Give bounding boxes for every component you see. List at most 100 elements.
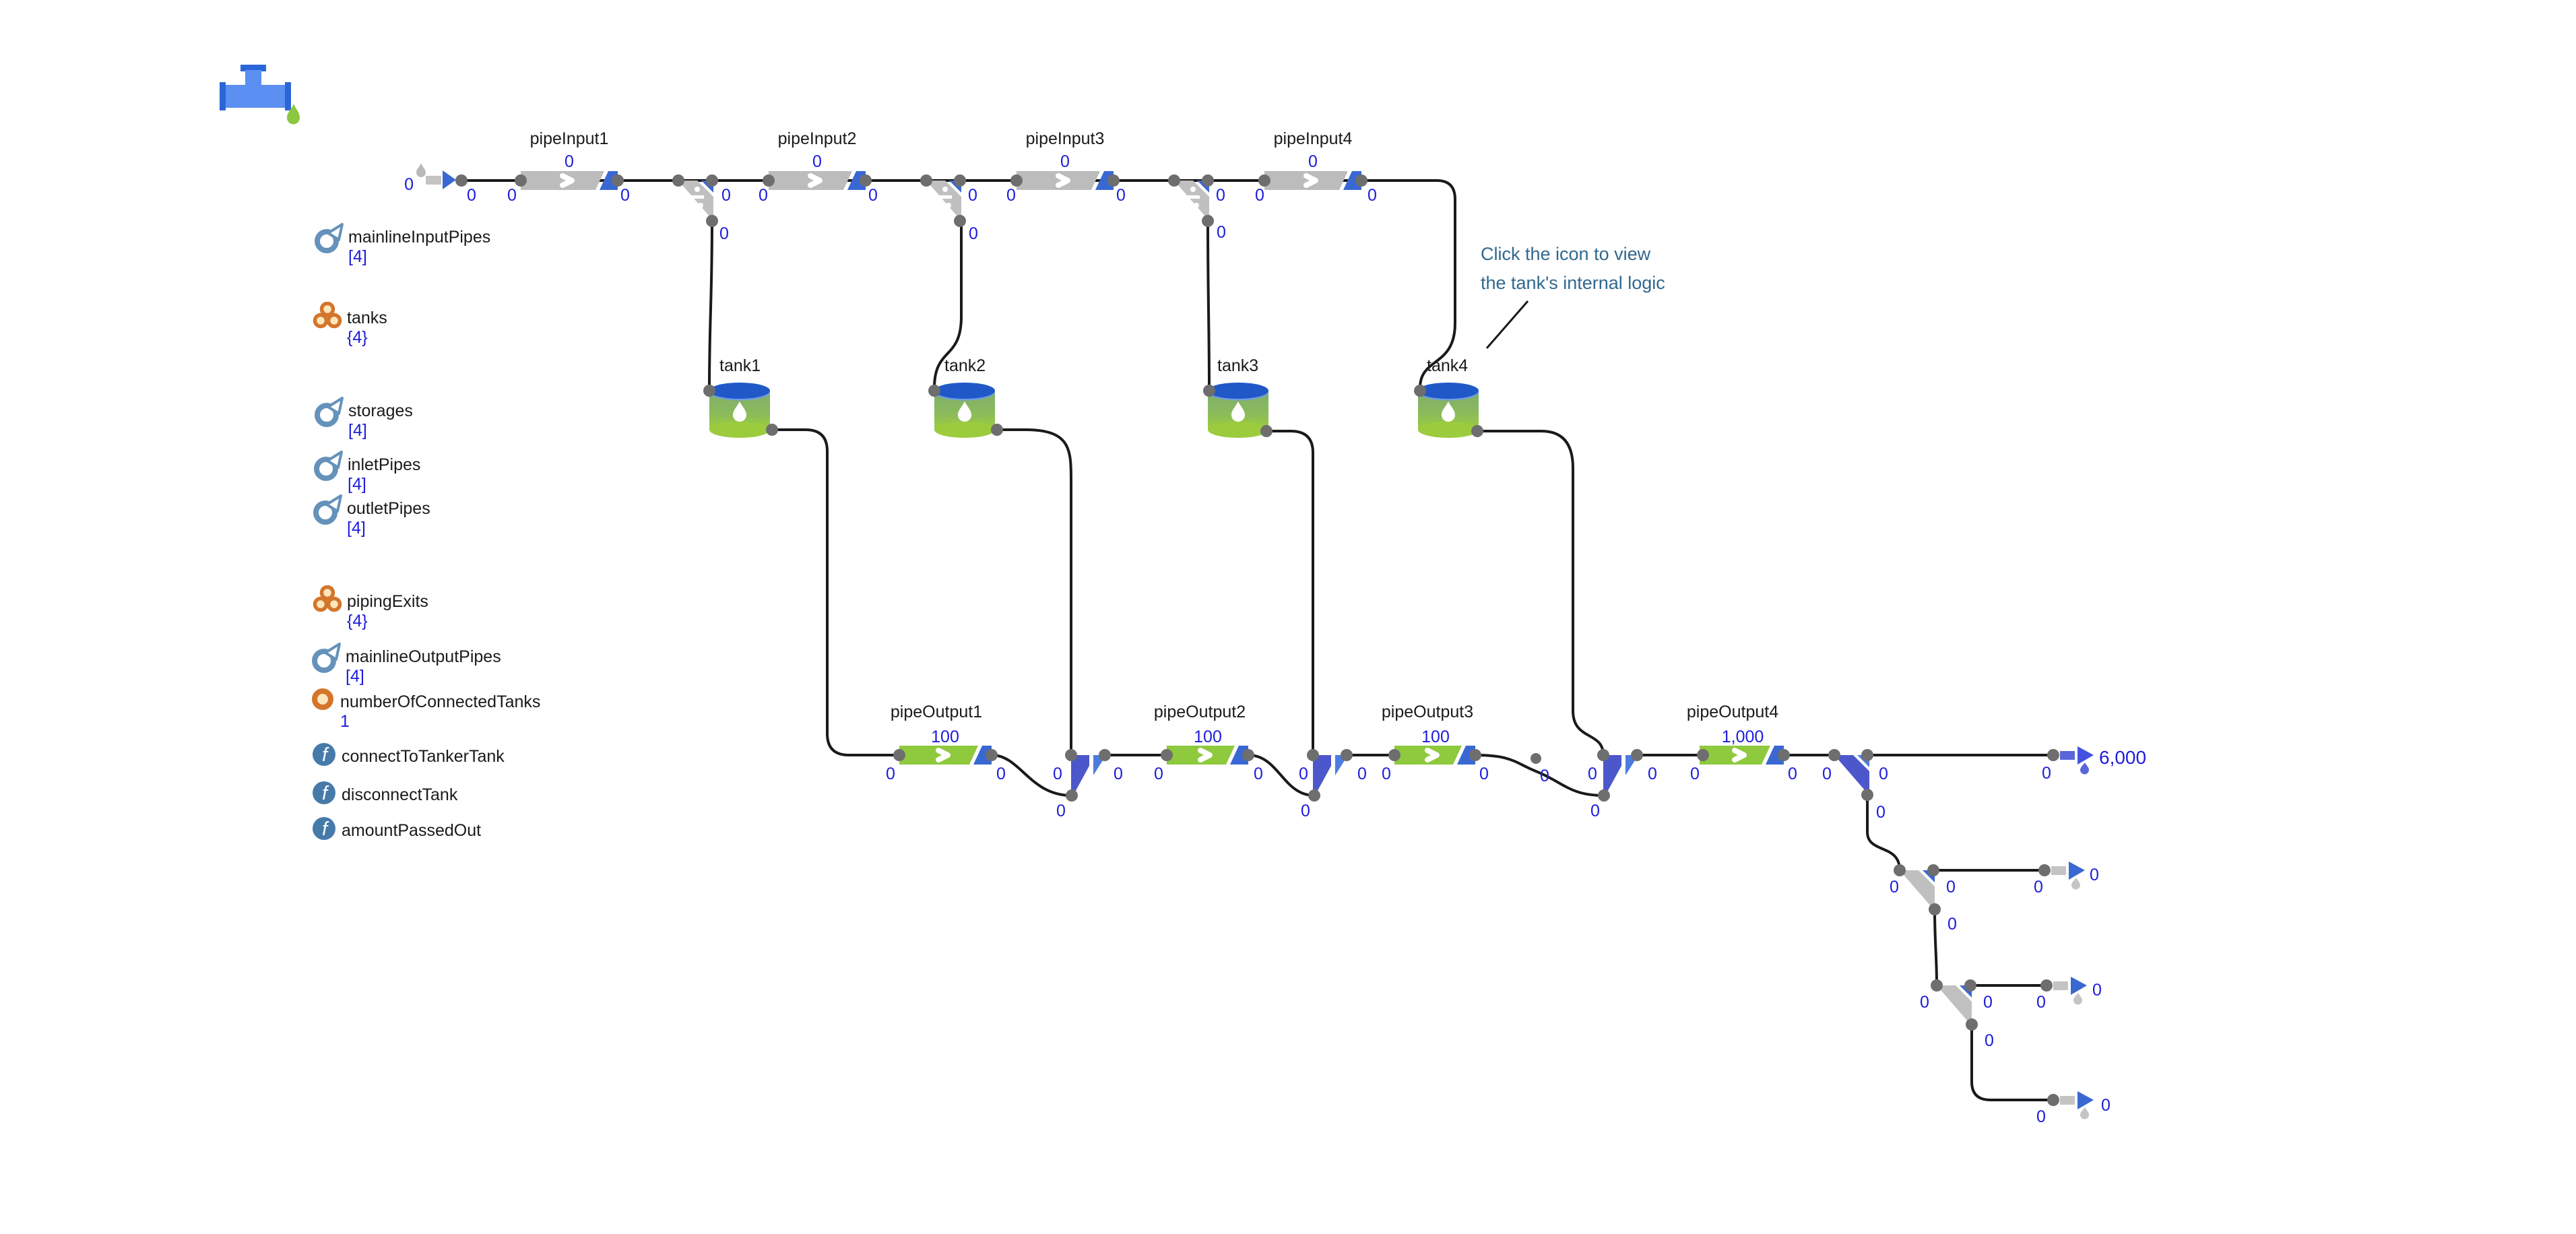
tank-2-label: tank2 (944, 356, 986, 375)
svg-text:0: 0 (1053, 765, 1062, 783)
pipe-output-1[interactable] (899, 746, 992, 765)
connection-ports (455, 174, 2059, 1106)
tank-2[interactable] (934, 383, 995, 438)
pipe-output-3-value: 100 (1421, 727, 1450, 746)
splitter-branch-2[interactable] (1937, 985, 1972, 1026)
pipe-output-1-label: pipeOutput1 (891, 703, 982, 721)
tank-4-label: tank4 (1427, 356, 1468, 375)
svg-text:0: 0 (1920, 993, 1929, 1012)
annotation-note: Click the icon to view the tank's intern… (1481, 244, 1665, 293)
svg-text:0: 0 (1648, 765, 1657, 783)
sidebar-item-mainlineInputPipes[interactable]: mainlineInputPipes[4] (313, 221, 490, 267)
sidebar-item-amountPassedOut[interactable]: f amountPassedOut (311, 814, 481, 844)
sidebar-item-value: [4] (347, 519, 366, 538)
fluid-source-block[interactable] (416, 163, 456, 189)
sidebar-item-value: {4} (347, 328, 368, 347)
branch-exit-1-value: 0 (2090, 866, 2099, 884)
svg-text:0: 0 (1301, 802, 1310, 820)
sidebar-item-label: amountPassedOut (342, 821, 482, 840)
pipe-output-4-value: 1,000 (1722, 727, 1764, 746)
collection-icon (315, 397, 344, 427)
sidebar-item-value: [4] (348, 475, 366, 494)
tank-3[interactable] (1208, 383, 1268, 438)
splitter-output[interactable] (1834, 755, 1869, 795)
svg-text:0: 0 (1116, 186, 1126, 205)
splitter-branch-1[interactable] (1900, 870, 1935, 911)
sidebar-item-label: mainlineOutputPipes (346, 647, 501, 666)
svg-text:0: 0 (996, 765, 1006, 783)
connector-wires (460, 179, 2055, 1101)
svg-text:0: 0 (868, 186, 878, 205)
port-readouts: 0 0 0 0 0 0 0 0 0 0 0 0 0 0 0 0 0 0 0 0 … (467, 186, 2051, 1126)
svg-text:0: 0 (1299, 765, 1308, 783)
sidebar-item-label: connectToTankerTank (342, 747, 505, 766)
fluid-exit-branch-2[interactable] (2053, 977, 2087, 1005)
function-icon: f (313, 743, 335, 766)
merge-2[interactable] (1313, 755, 1348, 795)
sidebar-item-inletPipes[interactable]: inletPipes[4] (312, 449, 420, 494)
sidebar-item-storages[interactable]: storages[4] (313, 395, 413, 441)
sidebar-item-outletPipes[interactable]: outletPipes[4] (311, 492, 430, 538)
tank-4[interactable] (1418, 383, 1479, 438)
svg-text:0: 0 (1056, 802, 1066, 820)
svg-text:0: 0 (1822, 765, 1832, 783)
pipe-output-4[interactable] (1700, 746, 1784, 765)
pipe-output-2[interactable] (1167, 746, 1248, 765)
callout-line (1485, 300, 1529, 349)
sidebar-item-tanks[interactable]: tanks{4} (313, 302, 387, 348)
svg-text:0: 0 (1254, 765, 1263, 783)
fluid-library-logo (220, 65, 300, 125)
pipe-output-1-value: 100 (931, 727, 959, 746)
svg-text:0: 0 (1690, 765, 1700, 783)
pipe-tee-icon (220, 65, 291, 110)
svg-text:0: 0 (467, 186, 476, 205)
svg-text:0: 0 (968, 186, 977, 205)
source-value: 0 (404, 175, 414, 194)
svg-text:0: 0 (507, 186, 517, 205)
fluid-exit-branch-3[interactable] (2060, 1091, 2094, 1119)
sidebar-item-mainlineOutputPipes[interactable]: mainlineOutputPipes[4] (310, 641, 501, 686)
svg-text:0: 0 (1479, 765, 1489, 783)
population-icon (313, 585, 342, 612)
svg-text:0: 0 (969, 224, 978, 243)
droplet-icon (416, 163, 426, 177)
source-stub (426, 176, 441, 185)
svg-text:0: 0 (719, 224, 729, 243)
pipe-output-3[interactable] (1394, 746, 1475, 765)
svg-text:0: 0 (1382, 765, 1391, 783)
pipe-output-2-value: 100 (1194, 727, 1222, 746)
sidebar-item-disconnectTank[interactable]: f disconnectTank (311, 779, 457, 808)
variable-icon (312, 688, 333, 710)
splitter-2[interactable] (926, 181, 961, 221)
sidebar-item-connectToTankerTank[interactable]: f connectToTankerTank (311, 740, 505, 770)
svg-text:0: 0 (2036, 993, 2046, 1012)
splitter-1[interactable] (678, 181, 713, 221)
pipe-input-1-label: pipeInput1 (530, 129, 609, 148)
sidebar-item-value: 1 (340, 712, 350, 731)
collection-icon (313, 494, 342, 525)
collection-icon (312, 643, 341, 673)
population-icon (313, 302, 342, 329)
svg-text:0: 0 (1367, 186, 1377, 205)
pipe-input-4-value: 0 (1308, 152, 1318, 171)
branch-exit-3-value: 0 (2101, 1096, 2111, 1115)
sidebar-item-value: [4] (346, 667, 364, 686)
fluid-exit-main[interactable] (2060, 746, 2094, 775)
svg-text:0: 0 (1357, 765, 1367, 783)
svg-text:0: 0 (1983, 993, 1993, 1012)
sidebar-item-value: {4} (347, 612, 368, 630)
tank-1[interactable] (709, 383, 770, 438)
sidebar-item-pipingExits[interactable]: pipingExits{4} (313, 585, 428, 631)
svg-text:0: 0 (1255, 186, 1264, 205)
merge-1[interactable] (1071, 755, 1106, 795)
sidebar-item-value: [4] (348, 247, 367, 266)
merge-3[interactable] (1603, 755, 1638, 795)
sidebar-item-label: pipingExits (347, 592, 428, 611)
pipe-input-3-value: 0 (1060, 152, 1070, 171)
svg-text:0: 0 (1006, 186, 1016, 205)
droplet-icon (287, 104, 300, 125)
fluid-exit-branch-1[interactable] (2051, 862, 2085, 890)
splitter-3[interactable] (1174, 181, 1209, 221)
